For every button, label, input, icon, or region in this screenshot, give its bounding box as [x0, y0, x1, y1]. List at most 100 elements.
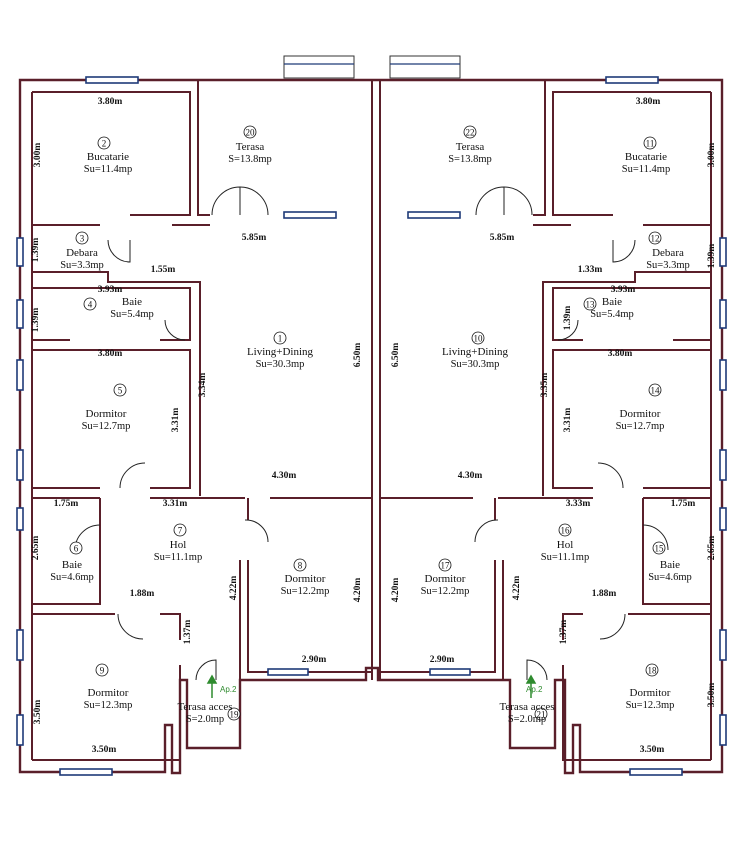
room-number: 4 — [88, 300, 93, 310]
room-number-circle — [273, 331, 287, 345]
entry-arrow-right — [525, 674, 537, 698]
dimension-label: 1.33m — [578, 265, 603, 275]
room-area: Su=12.2mp — [281, 586, 330, 597]
room-area: Su=4.6mp — [648, 572, 692, 583]
room-number: 9 — [100, 666, 105, 676]
dimension-label: 3.80m — [636, 97, 661, 107]
room-number: 5 — [118, 386, 123, 396]
room-name: Terasa acces — [499, 701, 554, 713]
room-number-circle — [95, 663, 109, 677]
dimension-label: 3.00m — [707, 143, 717, 168]
dimension-label: 3.50m — [707, 683, 717, 708]
apartment-marker: Ap.2 — [220, 685, 237, 694]
room-number-circle — [648, 231, 662, 245]
room-area: Su=11.4mp — [622, 164, 670, 175]
dimension-label: 4.22m — [512, 576, 522, 601]
room-area: S=2.0mp — [508, 714, 546, 725]
dimension-label: 3.31m — [171, 408, 181, 433]
room-area: Su=12.3mp — [626, 700, 675, 711]
dimension-label: 6.50m — [353, 343, 363, 368]
room-area: Su=30.3mp — [451, 359, 500, 370]
room-number: 14 — [651, 386, 661, 396]
room-area: Su=5.4mp — [590, 309, 634, 320]
room-number-circle — [243, 125, 257, 139]
dimension-label: 4.22m — [229, 576, 239, 601]
room-number-circle — [471, 331, 485, 345]
room-number-circle — [534, 707, 548, 721]
dimension-label: 1.39m — [563, 306, 573, 331]
room-name: Terasa — [456, 141, 485, 153]
room-number-circle — [293, 558, 307, 572]
dimension-label: 3.80m — [608, 349, 633, 359]
room-number: 11 — [646, 139, 655, 149]
dimension-label: 1.37m — [559, 620, 569, 645]
dimension-label: 3.50m — [640, 745, 665, 755]
room-number: 3 — [80, 234, 85, 244]
dimension-label: 1.37m — [183, 620, 193, 645]
room-area: Su=12.3mp — [84, 700, 133, 711]
room-name: Baie — [660, 559, 680, 571]
room-number: 1 — [278, 334, 283, 344]
room-name: Debara — [66, 247, 98, 259]
dimension-label: 2.65m — [707, 536, 717, 561]
dimension-label: 2.90m — [430, 655, 455, 665]
dimension-label: 1.88m — [592, 589, 617, 599]
room-number: 10 — [474, 334, 484, 344]
room-name: Dormitor — [630, 687, 671, 699]
terrace-railing-left — [283, 55, 355, 79]
dimension-label: 3.33m — [566, 499, 591, 509]
dimension-label: 1.39m — [31, 238, 41, 263]
room-name: Living+Dining — [442, 346, 509, 358]
room-number-circle — [113, 383, 127, 397]
room-number: 12 — [651, 234, 660, 244]
room-number-circle — [69, 541, 83, 555]
room-name: Dormitor — [620, 408, 661, 420]
dimension-label: 2.90m — [302, 655, 327, 665]
room-number-circle — [97, 136, 111, 150]
room-number: 15 — [655, 544, 665, 554]
dimension-label: 1.75m — [54, 499, 79, 509]
dimension-label: 1.39m — [31, 308, 41, 333]
room-name: Dormitor — [285, 573, 326, 585]
dimension-label: 3.31m — [163, 499, 188, 509]
room-name: Baie — [602, 296, 622, 308]
dimension-label: 3.80m — [98, 349, 123, 359]
terrace-railing-right — [389, 55, 461, 79]
room-area: Su=4.6mp — [50, 572, 94, 583]
room-name: Debara — [652, 247, 684, 259]
dimension-label: 3.35m — [540, 373, 550, 398]
room-number: 6 — [74, 544, 79, 554]
dimension-label: 4.30m — [272, 471, 297, 481]
room-number: 18 — [648, 666, 658, 676]
room-name: Dormitor — [86, 408, 127, 420]
room-number: 17 — [441, 561, 451, 571]
room-number: 2 — [102, 139, 107, 149]
dimension-label: 1.75m — [671, 499, 696, 509]
room-name: Hol — [557, 539, 574, 551]
windows — [16, 76, 727, 776]
dimension-label: 1.88m — [130, 589, 155, 599]
room-area: Su=12.2mp — [421, 586, 470, 597]
doors — [74, 186, 669, 681]
dimension-label: 5.85m — [242, 233, 267, 243]
room-number: 21 — [537, 710, 546, 720]
room-number: 16 — [561, 526, 571, 536]
room-area: Su=11.1mp — [154, 552, 202, 563]
room-area: Su=11.1mp — [541, 552, 589, 563]
dimension-label: 1.55m — [151, 265, 176, 275]
dimension-label: 3.31m — [563, 408, 573, 433]
